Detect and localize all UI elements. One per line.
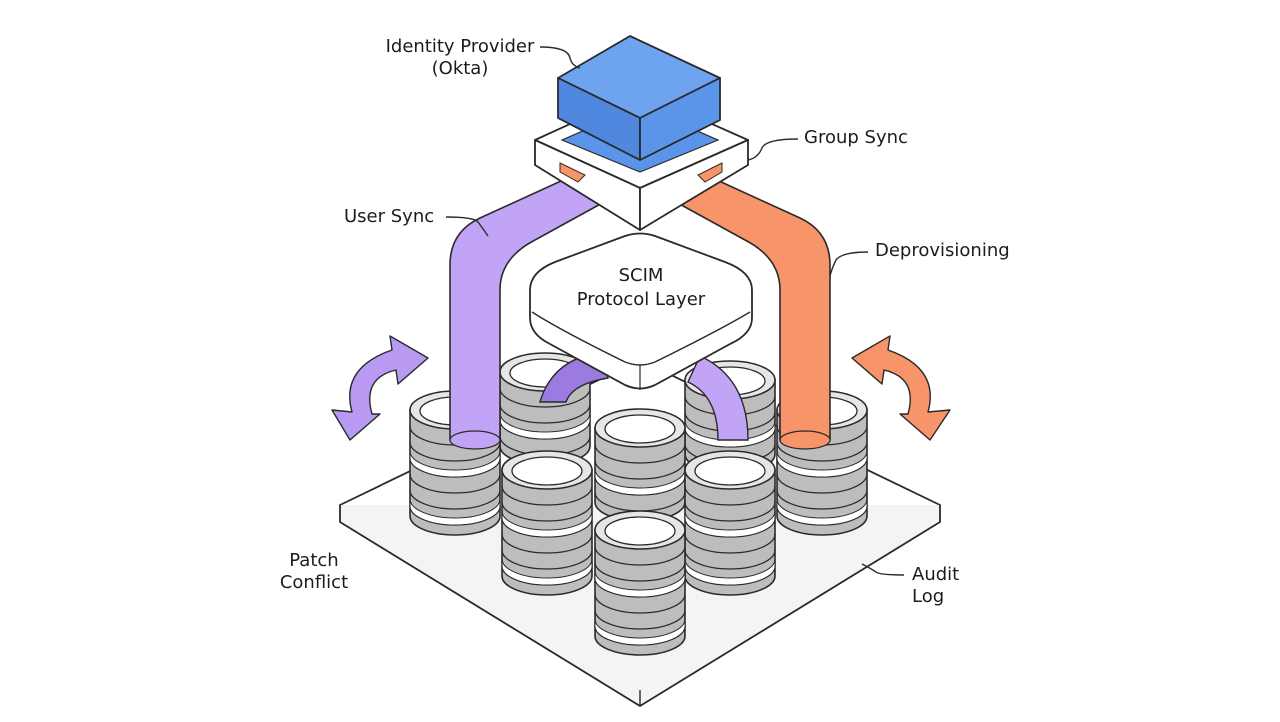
database-towers	[409, 352, 868, 656]
scim-label-line-2: Protocol Layer	[577, 289, 706, 310]
group-sync-label: Group Sync	[804, 127, 908, 148]
database-tower	[594, 510, 686, 656]
database-tower	[499, 352, 591, 466]
scim-label-line-1: SCIM	[619, 265, 664, 286]
leader-lines	[445, 46, 905, 576]
circular-arrows-icon	[851, 335, 951, 441]
identity-provider-label: Identity Provider (Okta)	[365, 36, 555, 80]
user-sync-label: User Sync	[344, 206, 435, 227]
circular-arrows-icon	[331, 335, 429, 441]
patch-conflict-label-line-1: Patch	[289, 550, 339, 571]
audit-log-label-line-1: Audit	[912, 564, 960, 585]
audit-log-label-line-2: Log	[912, 586, 945, 607]
user-sync-pipe	[449, 169, 616, 450]
leader-deprovisioning	[829, 251, 869, 277]
scim-protocol-layer: SCIM Protocol Layer	[529, 232, 753, 390]
deprovisioning-label: Deprovisioning	[875, 240, 1010, 261]
leader-user-sync	[445, 216, 489, 237]
identity-provider-label-line-2: (Okta)	[431, 58, 489, 79]
database-tower	[684, 450, 776, 596]
patch-conflict-label: Patch Conflict	[268, 550, 360, 594]
identity-provider-label-line-1: Identity Provider	[385, 36, 535, 57]
leader-identity-provider	[539, 46, 581, 69]
leader-group-sync	[747, 138, 799, 161]
patch-conflict-label-line-2: Conflict	[279, 572, 349, 593]
audit-log-label: Audit Log	[912, 564, 959, 608]
identity-provider-node	[534, 35, 749, 231]
database-tower	[594, 408, 686, 522]
leader-audit-log	[861, 563, 905, 576]
database-tower	[501, 450, 593, 596]
